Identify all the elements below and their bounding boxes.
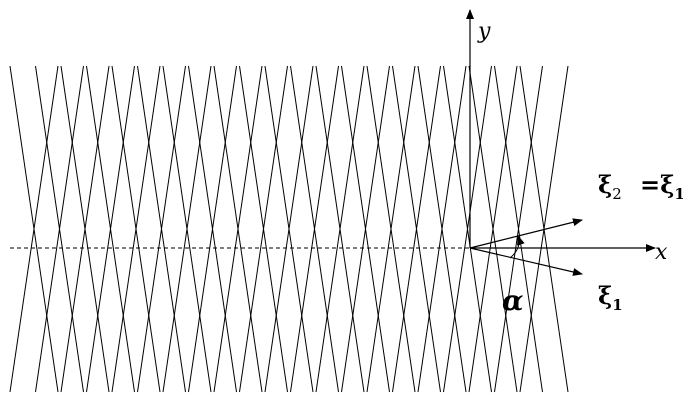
y-axis-label: y [477, 19, 491, 44]
equals-xi1-label: =ξ1 [640, 170, 683, 203]
family-line-a [290, 65, 339, 393]
family-line-a [137, 65, 186, 393]
xi2-vector [469, 218, 583, 249]
angle-arc [509, 235, 525, 259]
family-line-a [366, 65, 416, 393]
family-line-a [60, 65, 110, 393]
xi1-vector [469, 247, 583, 276]
xi2-label: ξ2 [598, 170, 622, 203]
family-line-a [468, 65, 518, 393]
x-axis-label: x [655, 240, 668, 265]
family-line-a [239, 65, 288, 393]
family-line-a [417, 65, 467, 393]
family-line-a [443, 65, 492, 393]
family-line-a [9, 65, 59, 393]
right-leaning-line-family [9, 65, 569, 393]
family-line-a [315, 65, 365, 393]
family-line-a [341, 65, 390, 393]
family-line-a [86, 65, 135, 393]
family-line-a [162, 65, 212, 393]
family-line-a [264, 65, 314, 393]
family-line-a [392, 65, 441, 393]
family-line-a [35, 65, 84, 393]
xi1-label: ξ1 [598, 281, 623, 314]
family-line-a [111, 65, 161, 393]
alpha-label: α [502, 284, 524, 317]
family-line-a [213, 65, 263, 393]
family-line-a [494, 65, 543, 393]
family-line-a [188, 65, 237, 393]
